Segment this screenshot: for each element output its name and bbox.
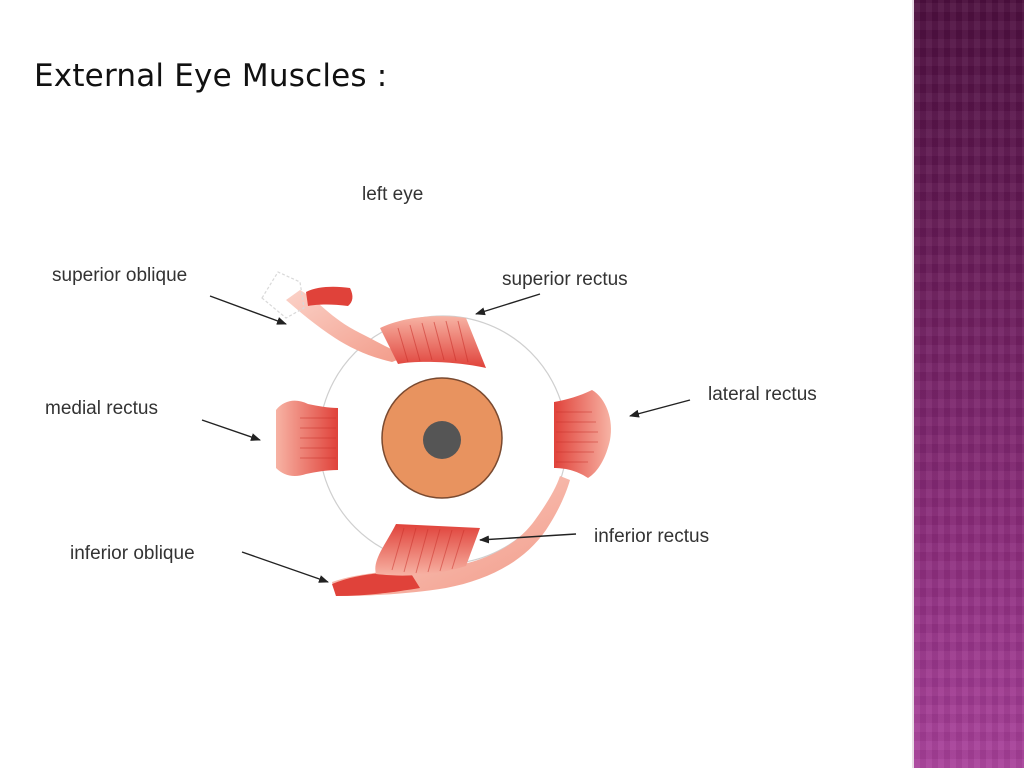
slide-title: External Eye Muscles : xyxy=(34,58,388,94)
lateral-rectus-muscle xyxy=(554,390,612,478)
medial-rectus-muscle xyxy=(276,400,338,476)
superior-oblique-muscle xyxy=(306,286,353,306)
decorative-side-band xyxy=(912,0,1024,768)
band-texture xyxy=(914,0,1024,768)
eye-muscles-diagram: left eye superior oblique superior rectu… xyxy=(45,184,817,596)
inferior-oblique-belly xyxy=(332,572,420,596)
inferior-rectus-arrow xyxy=(479,533,577,544)
superior-oblique-tendon xyxy=(286,290,408,362)
label-inferior-oblique: inferior oblique xyxy=(70,543,195,564)
superior-oblique-arrow xyxy=(209,295,287,325)
diagram-caption: left eye xyxy=(362,184,423,205)
label-superior-rectus: superior rectus xyxy=(502,269,628,290)
trochlea-pulley xyxy=(261,271,305,319)
inferior-oblique-arrow xyxy=(241,551,329,583)
pupil xyxy=(423,421,461,459)
medial-rectus-arrow xyxy=(201,419,261,441)
label-inferior-rectus: inferior rectus xyxy=(594,526,709,547)
label-medial-rectus: medial rectus xyxy=(45,398,158,419)
label-lateral-rectus: lateral rectus xyxy=(708,384,817,405)
inferior-rectus-muscle xyxy=(375,524,480,576)
superior-rectus-arrow xyxy=(475,293,541,316)
lateral-rectus-arrow xyxy=(629,399,691,418)
superior-rectus-muscle xyxy=(380,316,486,368)
label-superior-oblique: superior oblique xyxy=(52,265,187,286)
